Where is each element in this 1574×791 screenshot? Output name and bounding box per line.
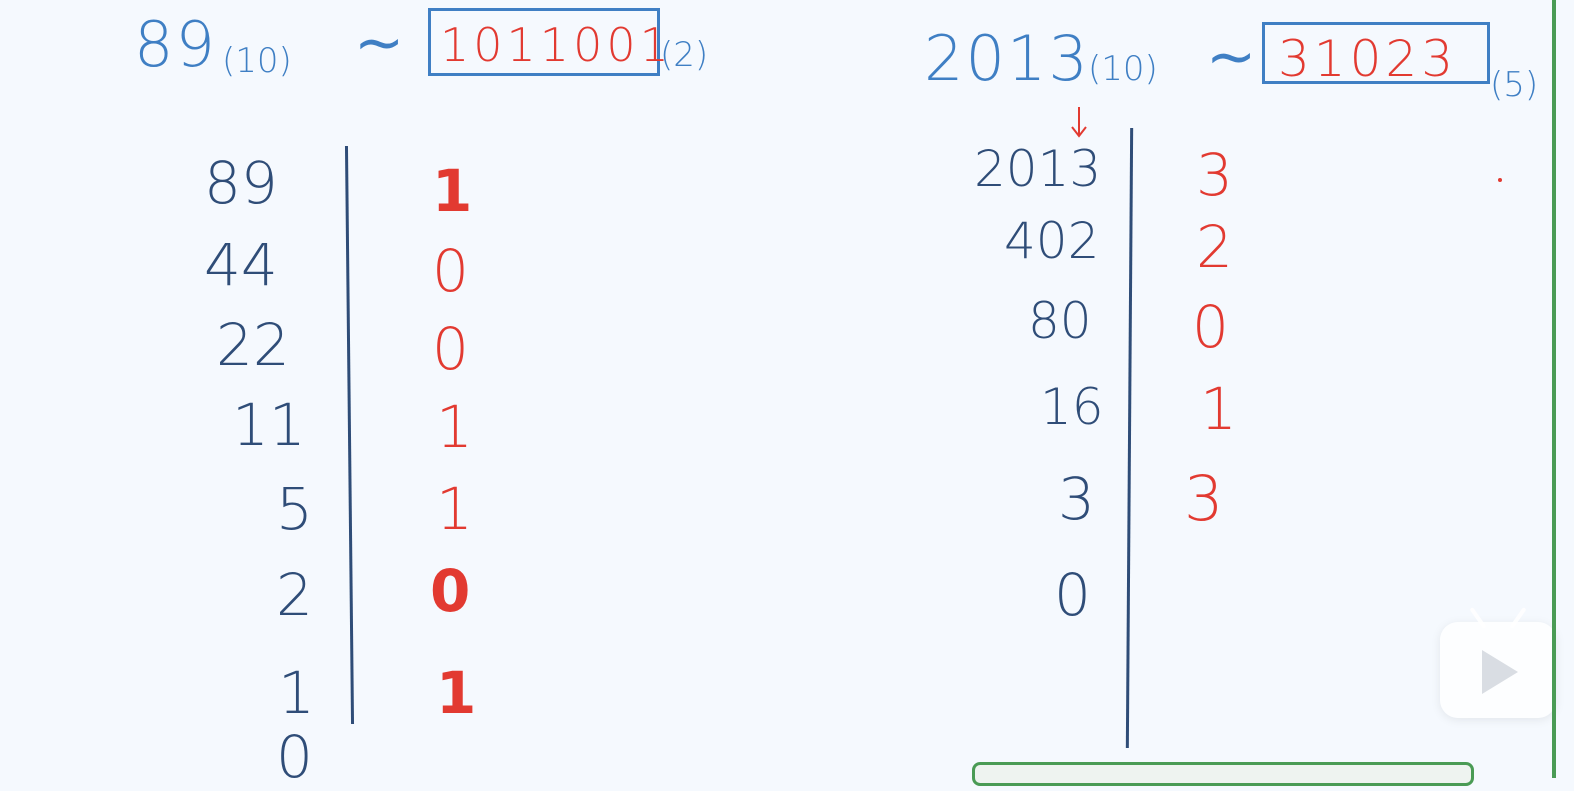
left-result-base: (2) [660, 35, 709, 75]
left-remainder: 1 [436, 659, 477, 727]
left-divider-line [344, 146, 355, 724]
left-remainder: 0 [430, 557, 471, 625]
left-remainder: 0 [432, 315, 469, 383]
left-quotient: 5 [276, 475, 313, 543]
left-quotient: 11 [232, 391, 306, 459]
right-result-base: (5) [1490, 65, 1539, 105]
right-remainder: 1 [1200, 375, 1237, 443]
right-result-number: 31023 [1278, 30, 1458, 88]
left-quotient: 2 [276, 561, 313, 629]
right-result-box [1262, 22, 1490, 84]
right-quotient: 80 [1028, 292, 1092, 350]
left-remainder: 1 [432, 157, 473, 225]
right-quotient: 402 [1004, 212, 1100, 270]
right-quotient: 3 [1058, 465, 1095, 533]
right-decimal-number: 2013 [924, 22, 1090, 95]
right-quotient: 16 [1040, 378, 1104, 436]
left-approx-symbol: ~ [354, 8, 405, 78]
left-quotient: 44 [204, 231, 278, 299]
play-button[interactable] [1440, 622, 1556, 718]
bottom-toolbar[interactable] [972, 762, 1474, 786]
left-quotient: 0 [276, 723, 313, 791]
left-remainder: 1 [436, 393, 473, 461]
right-remainder: 0 [1192, 293, 1229, 361]
left-quotient: 89 [204, 149, 278, 217]
right-quotient: 2013 [974, 140, 1102, 198]
right-remainder: 3 [1184, 462, 1224, 535]
right-decimal-base: (10) [1088, 49, 1158, 89]
right-edge-bar [1552, 0, 1556, 778]
down-arrow-icon [1071, 107, 1087, 138]
right-remainder: 2 [1196, 213, 1233, 281]
right-divider-line [1125, 127, 1134, 749]
left-remainder: 0 [432, 237, 469, 305]
left-quotient: 22 [216, 311, 290, 379]
left-decimal-base: (10) [222, 41, 292, 81]
left-result-box [428, 8, 660, 76]
right-approx-symbol: ~ [1206, 22, 1257, 92]
right-remainder: 3 [1196, 141, 1233, 209]
left-result-number: 1011001 [440, 18, 673, 72]
stray-red-dot [1498, 178, 1502, 182]
left-quotient: 1 [278, 659, 315, 727]
play-icon [1482, 650, 1518, 694]
right-quotient: 0 [1054, 561, 1091, 629]
left-decimal-number: 89 [134, 8, 217, 81]
left-remainder: 1 [436, 475, 473, 543]
